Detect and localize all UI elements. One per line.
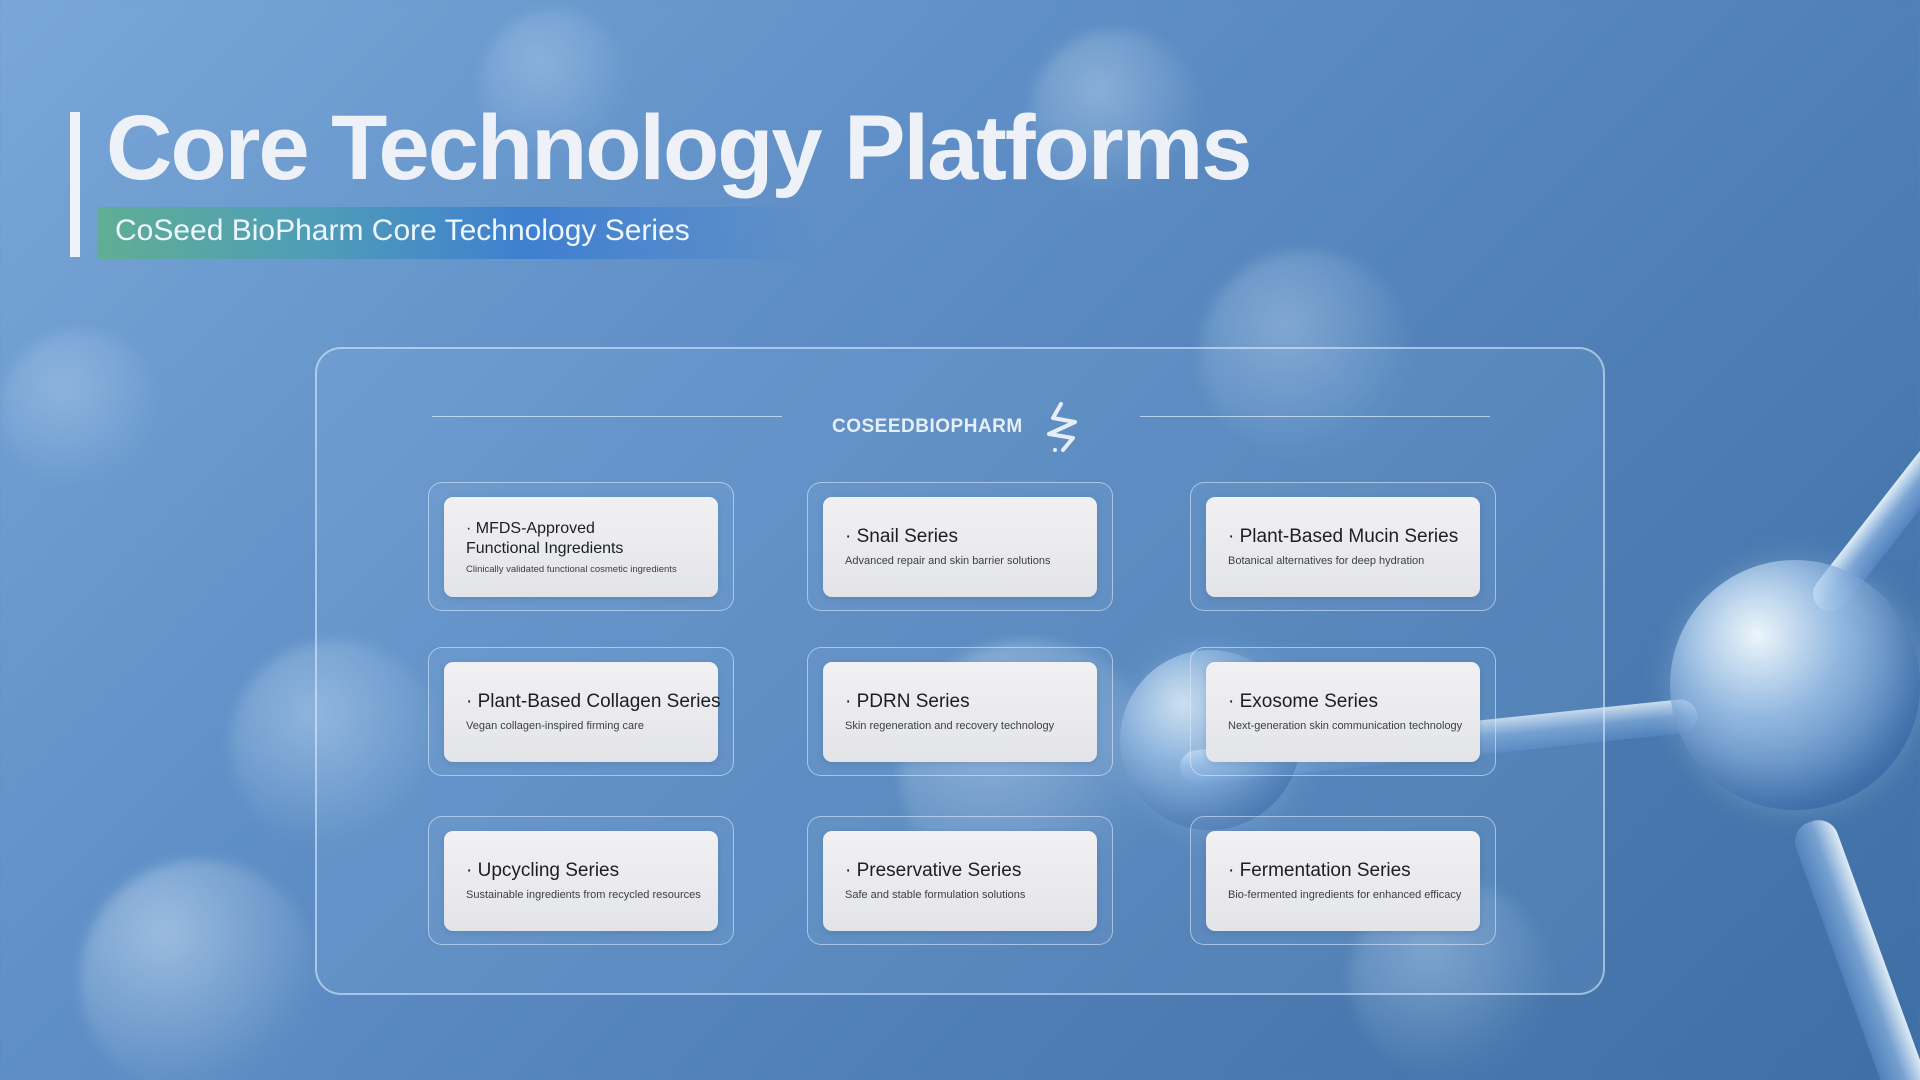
technology-card-preservative[interactable]: · Preservative Series Safe and stable fo…: [823, 831, 1097, 931]
card-title: · MFDS-Approved Functional Ingredients: [466, 520, 624, 557]
card-title: · Preservative Series: [845, 860, 1022, 882]
technology-card-frame: · Upcycling Series Sustainable ingredien…: [428, 816, 734, 945]
technology-card-snail[interactable]: · Snail Series Advanced repair and skin …: [823, 497, 1097, 597]
card-title: · Exosome Series: [1228, 691, 1378, 713]
technology-card-frame: · Snail Series Advanced repair and skin …: [807, 482, 1113, 611]
technology-card-frame: · PDRN Series Skin regeneration and reco…: [807, 647, 1113, 776]
title-accent-bar: [70, 112, 80, 257]
brand-logo: COSEEDBIOPHARM: [832, 400, 1087, 454]
coseed-logo-icon: [1046, 402, 1077, 452]
page-subtitle: CoSeed BioPharm Core Technology Series: [115, 214, 690, 247]
background-blob: [480, 10, 630, 160]
molecule-stick: [1789, 814, 1920, 1080]
card-description: Safe and stable formulation solutions: [845, 888, 1026, 901]
technology-card-mfds[interactable]: · MFDS-Approved Functional Ingredients C…: [444, 497, 718, 597]
technology-card-frame: · Fermentation Series Bio-fermented ingr…: [1190, 816, 1496, 945]
background-blob: [230, 640, 440, 850]
molecule-sphere: [1670, 560, 1920, 810]
brand-divider-right: [1140, 416, 1490, 417]
card-description: Clinically validated functional cosmetic…: [466, 564, 677, 575]
card-title: · PDRN Series: [845, 691, 970, 713]
card-description: Next-generation skin communication techn…: [1228, 719, 1463, 732]
brand-name: COSEEDBIOPHARM: [832, 416, 1023, 437]
brand-divider-left: [432, 416, 782, 417]
technology-card-exosome[interactable]: · Exosome Series Next-generation skin co…: [1206, 662, 1480, 762]
technology-card-mucin[interactable]: · Plant-Based Mucin Series Botanical alt…: [1206, 497, 1480, 597]
card-description: Sustainable ingredients from recycled re…: [466, 888, 701, 901]
background-blob: [1030, 30, 1200, 200]
card-title: · Snail Series: [845, 526, 958, 548]
technology-card-pdrn[interactable]: · PDRN Series Skin regeneration and reco…: [823, 662, 1097, 762]
card-title: · Upcycling Series: [466, 860, 620, 882]
background-blob: [80, 860, 320, 1080]
subtitle-band: [98, 207, 818, 259]
technology-card-collagen[interactable]: · Plant-Based Collagen Series Vegan coll…: [444, 662, 721, 762]
card-title: · Plant-Based Collagen Series: [466, 691, 721, 713]
background-blob: [0, 330, 160, 490]
technology-card-fermentation[interactable]: · Fermentation Series Bio-fermented ingr…: [1206, 831, 1480, 931]
card-description: Vegan collagen-inspired firming care: [466, 719, 644, 732]
technology-card-upcycling[interactable]: · Upcycling Series Sustainable ingredien…: [444, 831, 718, 931]
card-description: Botanical alternatives for deep hydratio…: [1228, 554, 1425, 567]
technology-card-frame: · MFDS-Approved Functional Ingredients C…: [428, 482, 734, 611]
card-description: Advanced repair and skin barrier solutio…: [845, 554, 1051, 567]
background-blob: [1200, 250, 1410, 460]
card-description: Skin regeneration and recovery technolog…: [845, 719, 1055, 732]
technology-card-frame: · Plant-Based Mucin Series Botanical alt…: [1190, 482, 1496, 611]
card-description: Bio-fermented ingredients for enhanced e…: [1228, 888, 1462, 901]
page-title: Core Technology Platforms: [106, 97, 1252, 199]
technology-card-frame: · Preservative Series Safe and stable fo…: [807, 816, 1113, 945]
technology-card-frame: · Plant-Based Collagen Series Vegan coll…: [428, 647, 734, 776]
card-title: · Plant-Based Mucin Series: [1228, 526, 1459, 548]
card-title: · Fermentation Series: [1228, 860, 1411, 882]
technology-card-frame: · Exosome Series Next-generation skin co…: [1190, 647, 1496, 776]
